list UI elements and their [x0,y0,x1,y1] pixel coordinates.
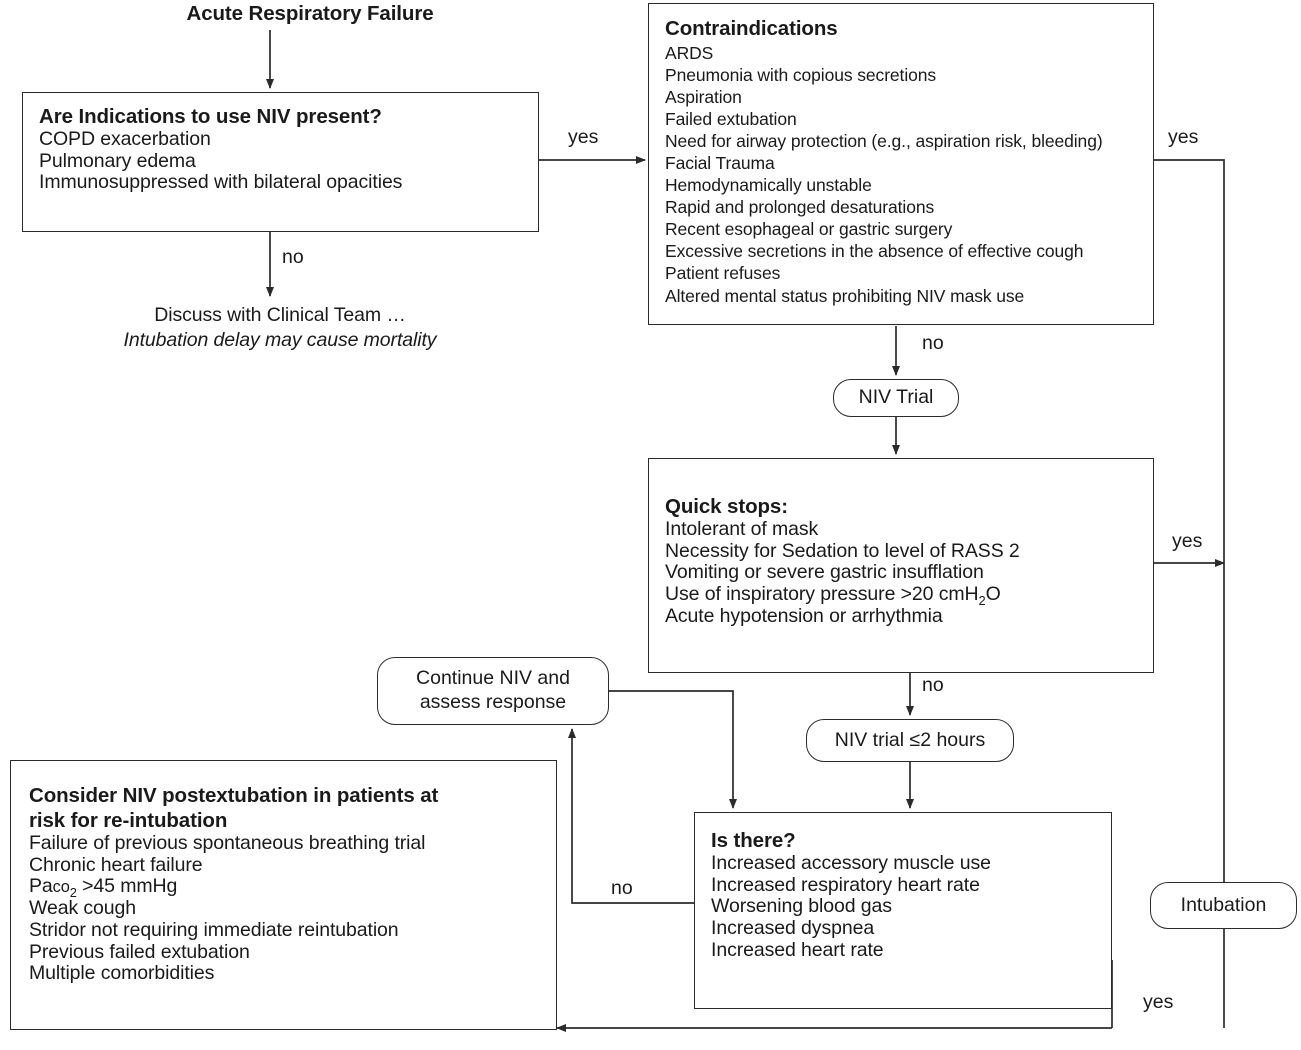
item-text: Use of inspiratory pressure >20 cmH [665,583,979,606]
subscript-2: 2 [69,885,77,901]
decision-box-is-there[interactable]: Is there? Increased accessory muscle use… [694,812,1112,1009]
subscript-2: 2 [978,593,986,609]
edge-label-isthere-yes: yes [1143,991,1174,1013]
list-item: Need for airway protection (e.g., aspira… [665,131,1103,152]
list-item: Vomiting or severe gastric insufflation [665,561,984,584]
continue-niv-line-2: assess response [419,691,567,713]
list-item: Rapid and prolonged desaturations [665,197,935,218]
edge-continue-to-isthere [609,690,737,809]
info-box-postextubation[interactable]: Consider NIV postextubation in patients … [10,760,557,1030]
list-item: Facial Trauma [665,153,775,174]
list-item: Altered mental status prohibiting NIV ma… [665,285,1025,306]
process-continue-niv[interactable]: Continue NIV and assess response [377,657,609,725]
list-item: Increased dyspnea [711,917,875,940]
indications-list: COPD exacerbation Pulmonary edema Immuno… [39,128,538,194]
list-item: Necessity for Sedation to level of RASS … [665,539,1020,562]
decision-box-indications[interactable]: Are Indications to use NIV present? COPD… [22,92,539,232]
item-text-tail: >45 mmHg [76,875,178,898]
list-item: Excessive secretions in the absence of e… [665,241,1084,262]
contraindications-list: ARDS Pneumonia with copious secretions A… [665,42,1153,307]
postextubation-heading: Consider NIV postextubation in patients … [29,783,556,833]
list-item: Hemodynamically unstable [665,175,872,196]
list-item: Intolerant of mask [665,518,819,540]
terminal-discuss-clinical-team: Discuss with Clinical Team … Intubation … [40,303,520,354]
edge-label-contra-yes: yes [1168,126,1199,148]
item-text: Pa [29,875,53,898]
edge-label-quickstops-yes: yes [1172,530,1203,552]
list-item: Failed extubation [665,109,797,130]
list-item: Patient refuses [665,263,781,284]
list-item: Failure of previous spontaneous breathin… [29,832,426,854]
discuss-line-2: Intubation delay may cause mortality [123,329,437,352]
item-text-tail: O [985,583,1001,606]
edge-label-contra-no: no [922,332,944,354]
terminal-intubation[interactable]: Intubation [1150,882,1297,929]
postextubation-list: Failure of previous spontaneous breathin… [29,832,556,985]
decision-box-contraindications[interactable]: Contraindications ARDS Pneumonia with co… [648,3,1154,325]
list-item: Weak cough [29,897,137,920]
edge-isthere-no [568,728,694,904]
discuss-line-1: Discuss with Clinical Team … [154,304,406,326]
continue-niv-line-1: Continue NIV and [416,667,570,690]
list-item: Pulmonary edema [39,149,196,172]
list-item: Aspiration [665,87,742,108]
postextubation-heading-line-2: risk for re-intubation [29,809,228,832]
list-item: Worsening blood gas [711,895,892,918]
process-niv-trial[interactable]: NIV Trial [833,379,959,417]
edge-label-indications-no: no [282,246,304,268]
process-niv-trial-2-hours[interactable]: NIV trial ≤2 hours [806,719,1014,762]
list-item: Chronic heart failure [29,853,203,876]
list-item-inspiratory-pressure: Use of inspiratory pressure >20 cmH2O [665,583,1153,609]
smallcaps-co: co [52,878,70,897]
list-item: Immunosuppressed with bilateral opacitie… [39,171,403,194]
list-item: Previous failed extubation [29,940,250,963]
list-item: Multiple comorbidities [29,962,215,985]
list-item: ARDS [665,43,714,63]
indications-heading: Are Indications to use NIV present? [39,105,382,128]
list-item: Acute hypotension or arrhythmia [665,604,943,627]
edge-label-indications-yes: yes [568,126,599,148]
quick-stops-list: Intolerant of mask Necessity for Sedatio… [665,518,1153,628]
contraindications-heading: Contraindications [665,17,838,40]
list-item: Increased heart rate [711,938,884,961]
is-there-list: Increased accessory muscle use Increased… [711,852,1111,962]
list-item: Increased respiratory heart rate [711,873,980,896]
edge-label-quickstops-no: no [922,674,944,696]
list-item: Pneumonia with copious secretions [665,65,937,86]
niv-trial-2h-label: NIV trial ≤2 hours [834,728,986,751]
quick-stops-heading: Quick stops: [665,495,788,518]
list-item-paco2: Paco2 >45 mmHg [29,875,556,901]
decision-box-quick-stops[interactable]: Quick stops: Intolerant of mask Necessit… [648,458,1154,673]
list-item: Recent esophageal or gastric surgery [665,219,953,240]
intubation-label: Intubation [1180,893,1267,916]
list-item: Stridor not requiring immediate reintuba… [29,918,399,941]
edge-label-isthere-no: no [611,877,633,899]
postextubation-heading-line-1: Consider NIV postextubation in patients … [29,784,439,807]
list-item: COPD exacerbation [39,128,211,150]
is-there-heading: Is there? [711,829,796,852]
niv-trial-label: NIV Trial [858,386,934,409]
page-title: Acute Respiratory Failure [186,2,434,25]
list-item: Increased accessory muscle use [711,852,991,874]
